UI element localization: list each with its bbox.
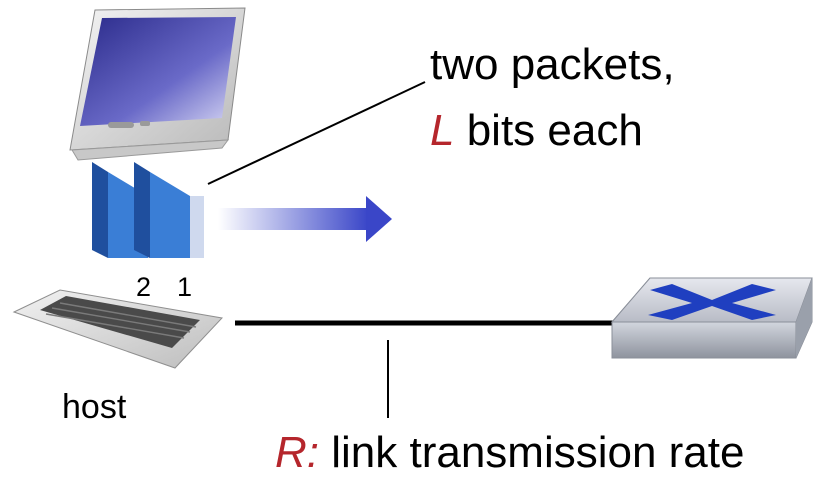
annotation-line1: two packets, [430,40,675,89]
arrow-right-icon [218,196,392,242]
host-label: host [62,388,127,426]
rate-var-R: R: [275,428,319,477]
callout-line [207,81,426,185]
packet-label-1: 1 [177,272,193,302]
keyboard-icon [12,289,224,369]
router-icon [610,277,813,359]
rate-label: R: link transmission rate [275,428,744,478]
annotation-line2: L bits each [430,106,643,156]
packet-1-icon [134,162,204,258]
packet-label-2: 2 [136,272,152,302]
desktop-monitor-icon [69,7,246,161]
rate-label-text: link transmission rate [319,428,745,477]
annotation-var-L: L [430,106,455,155]
annotation-bits-each: bits each [454,106,643,155]
